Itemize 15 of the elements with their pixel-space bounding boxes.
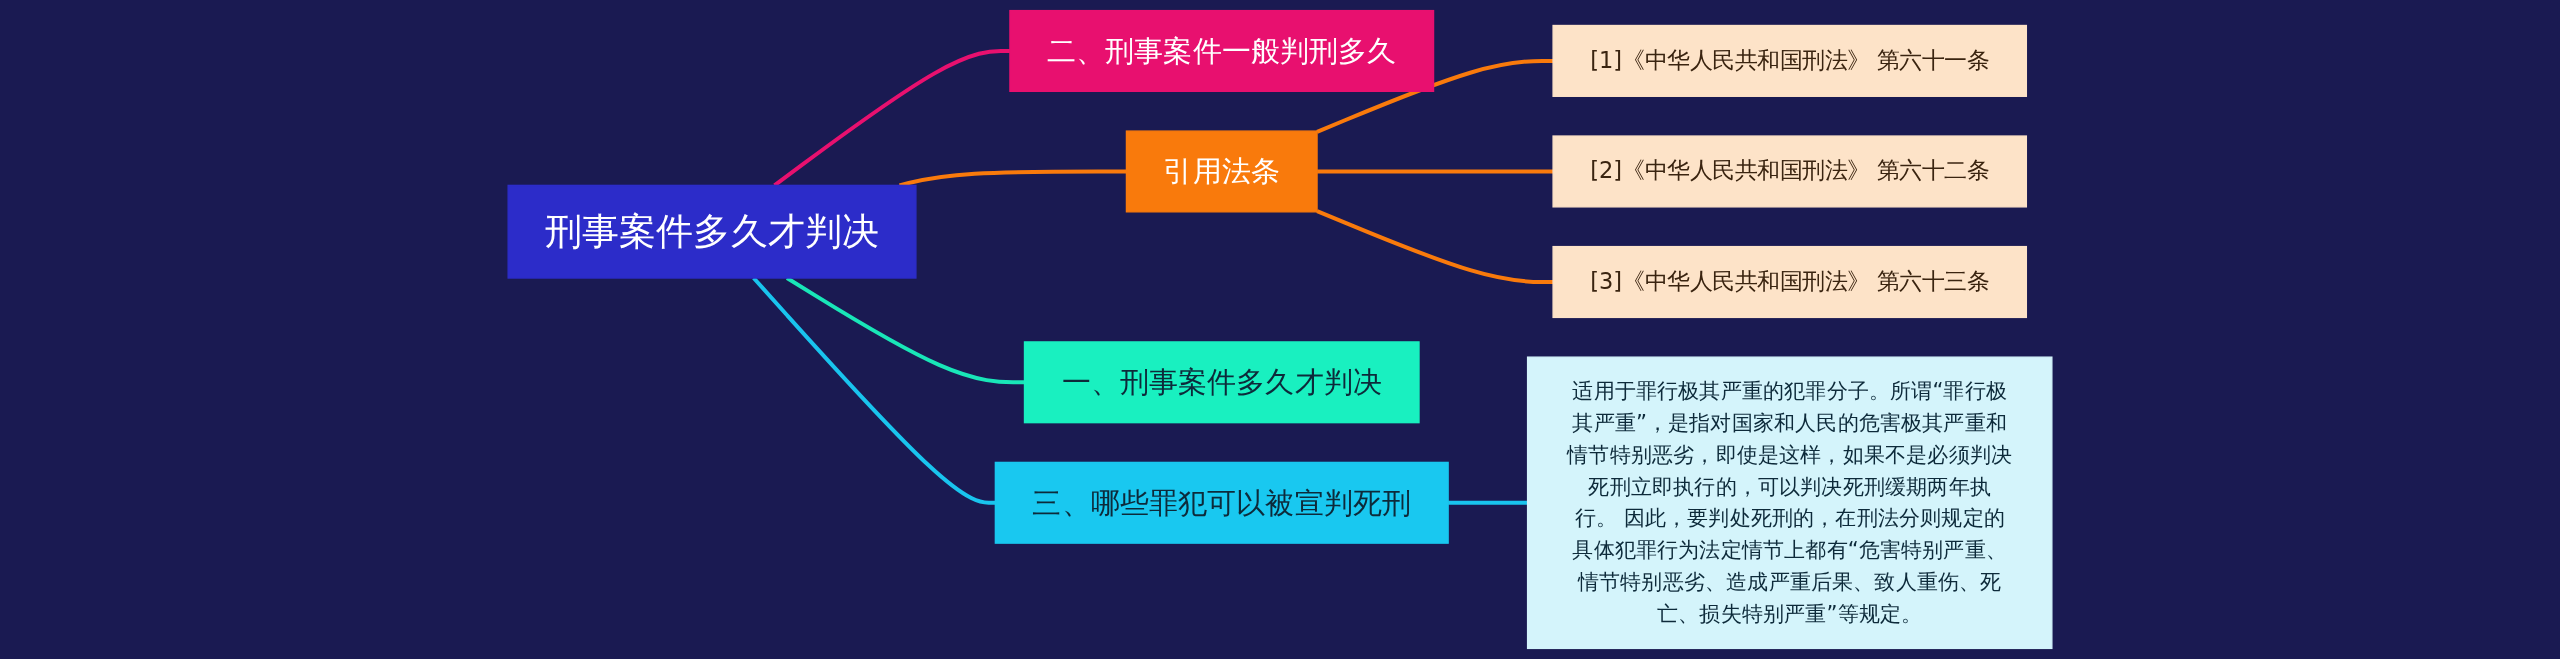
- connector: [1448, 500, 1528, 505]
- connector: [898, 169, 1127, 188]
- node-box: [1]《中华人民共和国刑法》 第六十一条: [1552, 24, 2028, 97]
- node-box: 适用于罪行极其严重的犯罪分子。所谓“罪行极其严重”，是指对国家和人民的危害极其严重和情节特别恶劣，即使是这样，如果不是必须判决死刑立即执行的，可以判决死刑缓期两年执行。 因此，要判处死刑的，在刑法分则规定的具体犯罪行为法定情节上都有“危害特别严重、情节特别恶劣、造成严重后果、致人重伤、死亡、损失特别严重”等规定。: [1526, 356, 2053, 650]
- node-box: [3]《中华人民共和国刑法》 第六十三条: [1552, 245, 2028, 319]
- node-box: 三、哪些罪犯可以被宣判死刑: [994, 461, 1449, 544]
- node-box: 一、刑事案件多久才判决: [1023, 341, 1420, 424]
- node-box: 二、刑事案件一般判刑多久: [1009, 9, 1435, 92]
- node-box: 刑事案件多久才判决: [507, 184, 917, 279]
- connector: [1316, 58, 1554, 134]
- connector: [1316, 209, 1554, 284]
- node-box: 引用法条: [1125, 130, 1318, 213]
- connector: [773, 49, 1010, 187]
- node-box: [2]《中华人民共和国刑法》 第六十二条: [1552, 135, 2028, 208]
- connector: [1317, 169, 1554, 174]
